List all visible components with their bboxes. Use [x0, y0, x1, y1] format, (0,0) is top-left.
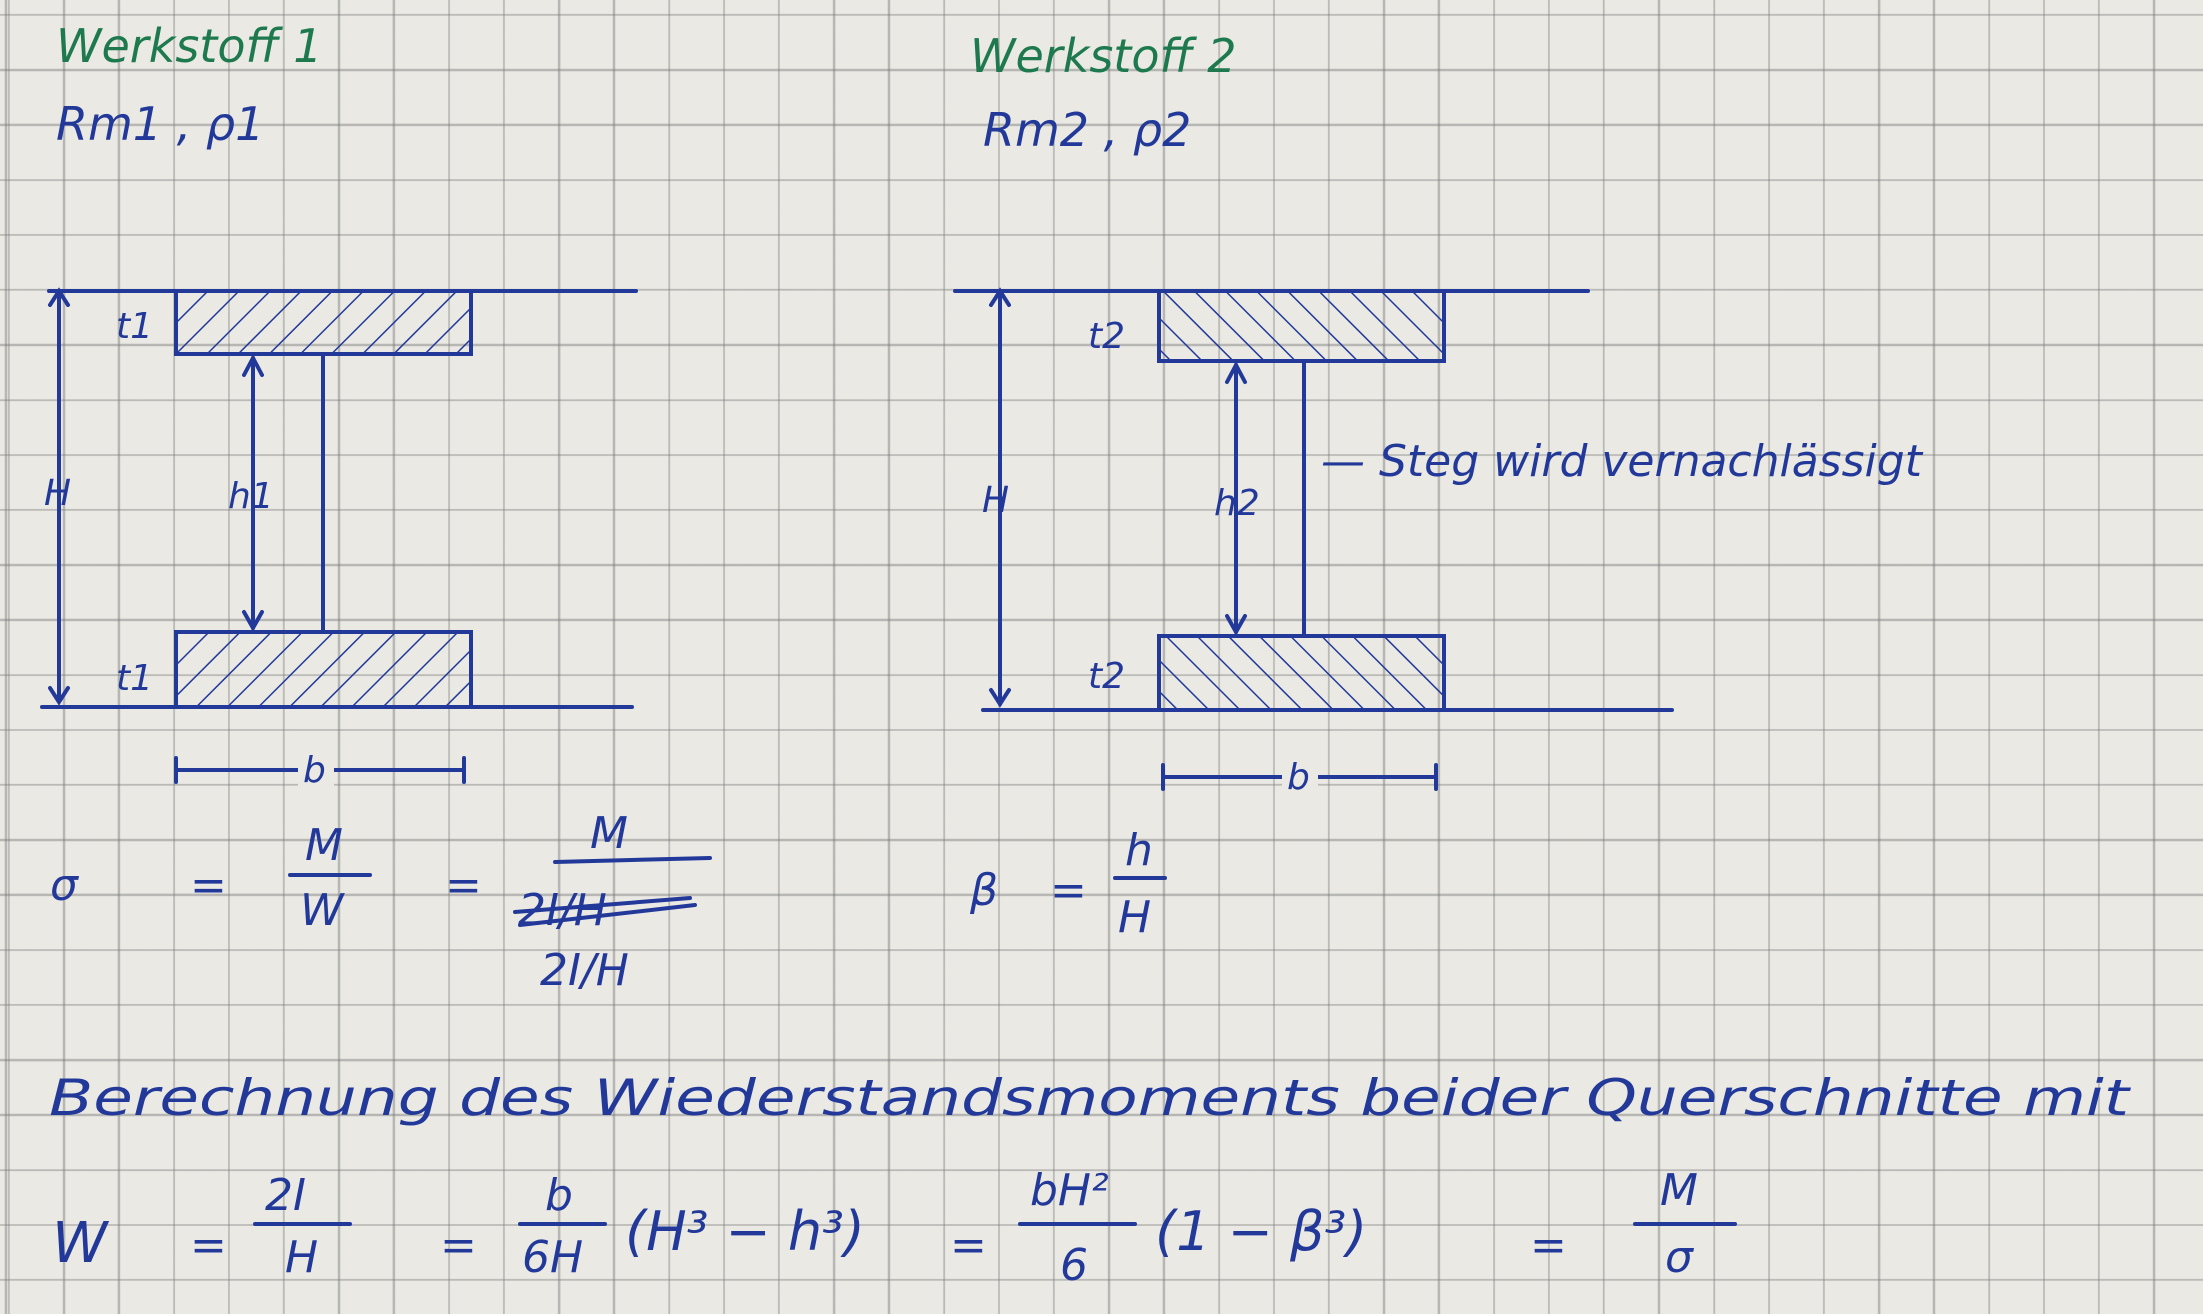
material-1-title: Werkstoff 1: [56, 19, 323, 73]
numerator: 2I: [265, 1170, 306, 1221]
width-label-1: b: [303, 750, 326, 791]
equals-sign: =: [445, 860, 482, 911]
equals-sign: =: [950, 1220, 987, 1271]
material-2-title: Werkstoff 2: [970, 29, 1237, 83]
denominator: W: [300, 885, 345, 936]
flange-thickness-bottom-2: t2: [1088, 656, 1125, 697]
denominator: H: [1118, 892, 1151, 943]
flange-thickness-top-1: t1: [116, 306, 153, 347]
bracket-term: (1 − β³): [1155, 1200, 1367, 1263]
height-label-2: H: [982, 480, 1009, 521]
sigma-symbol: σ: [50, 860, 79, 911]
beta-formula: β = h H: [969, 825, 1167, 943]
denominator: 6: [1060, 1240, 1088, 1291]
section-modulus-formula: W = 2I H = b 6H (H³ − h³) = bH² 6 (1 − β…: [52, 1165, 1737, 1291]
stress-formula: σ = M W = M 2I/H 2I/H: [50, 808, 712, 996]
bracket-term: (H³ − h³): [625, 1200, 865, 1263]
beta-symbol: β: [969, 865, 998, 916]
material-1-props: Rm1 , ρ1: [56, 97, 264, 151]
numerator: M: [1660, 1165, 1698, 1216]
denominator: 2I/H: [540, 945, 629, 996]
numerator: M: [305, 820, 343, 871]
equals-sign: =: [1530, 1220, 1567, 1271]
flange-thickness-top-2: t2: [1088, 316, 1125, 357]
denominator: 6H: [522, 1232, 583, 1283]
flange-thickness-bottom-1: t1: [116, 658, 153, 699]
equals-sign: =: [190, 1220, 227, 1271]
web-neglected-note: — Steg wird vernachlässigt: [1321, 436, 1924, 487]
numerator: bH²: [1030, 1165, 1109, 1216]
w-symbol: W: [52, 1211, 110, 1276]
i-beam-section-1: [40, 287, 638, 784]
equals-sign: =: [1050, 865, 1087, 916]
i-beam-section-2: [953, 287, 1674, 791]
web-height-label-1: h1: [228, 476, 274, 517]
height-label-1: H: [44, 473, 71, 514]
equals-sign: =: [440, 1220, 477, 1271]
denominator: H: [285, 1232, 318, 1283]
sentence-text: Berechnung des Wiederstandsmoments beide…: [49, 1069, 2132, 1127]
width-label-2: b: [1287, 757, 1310, 798]
numerator: M: [590, 808, 628, 859]
denominator: σ: [1665, 1232, 1694, 1283]
numerator: h: [1125, 825, 1153, 876]
material-2-props: Rm2 , ρ2: [983, 103, 1191, 157]
equals-sign: =: [190, 860, 227, 911]
web-height-label-2: h2: [1214, 483, 1260, 524]
numerator: b: [545, 1170, 573, 1221]
